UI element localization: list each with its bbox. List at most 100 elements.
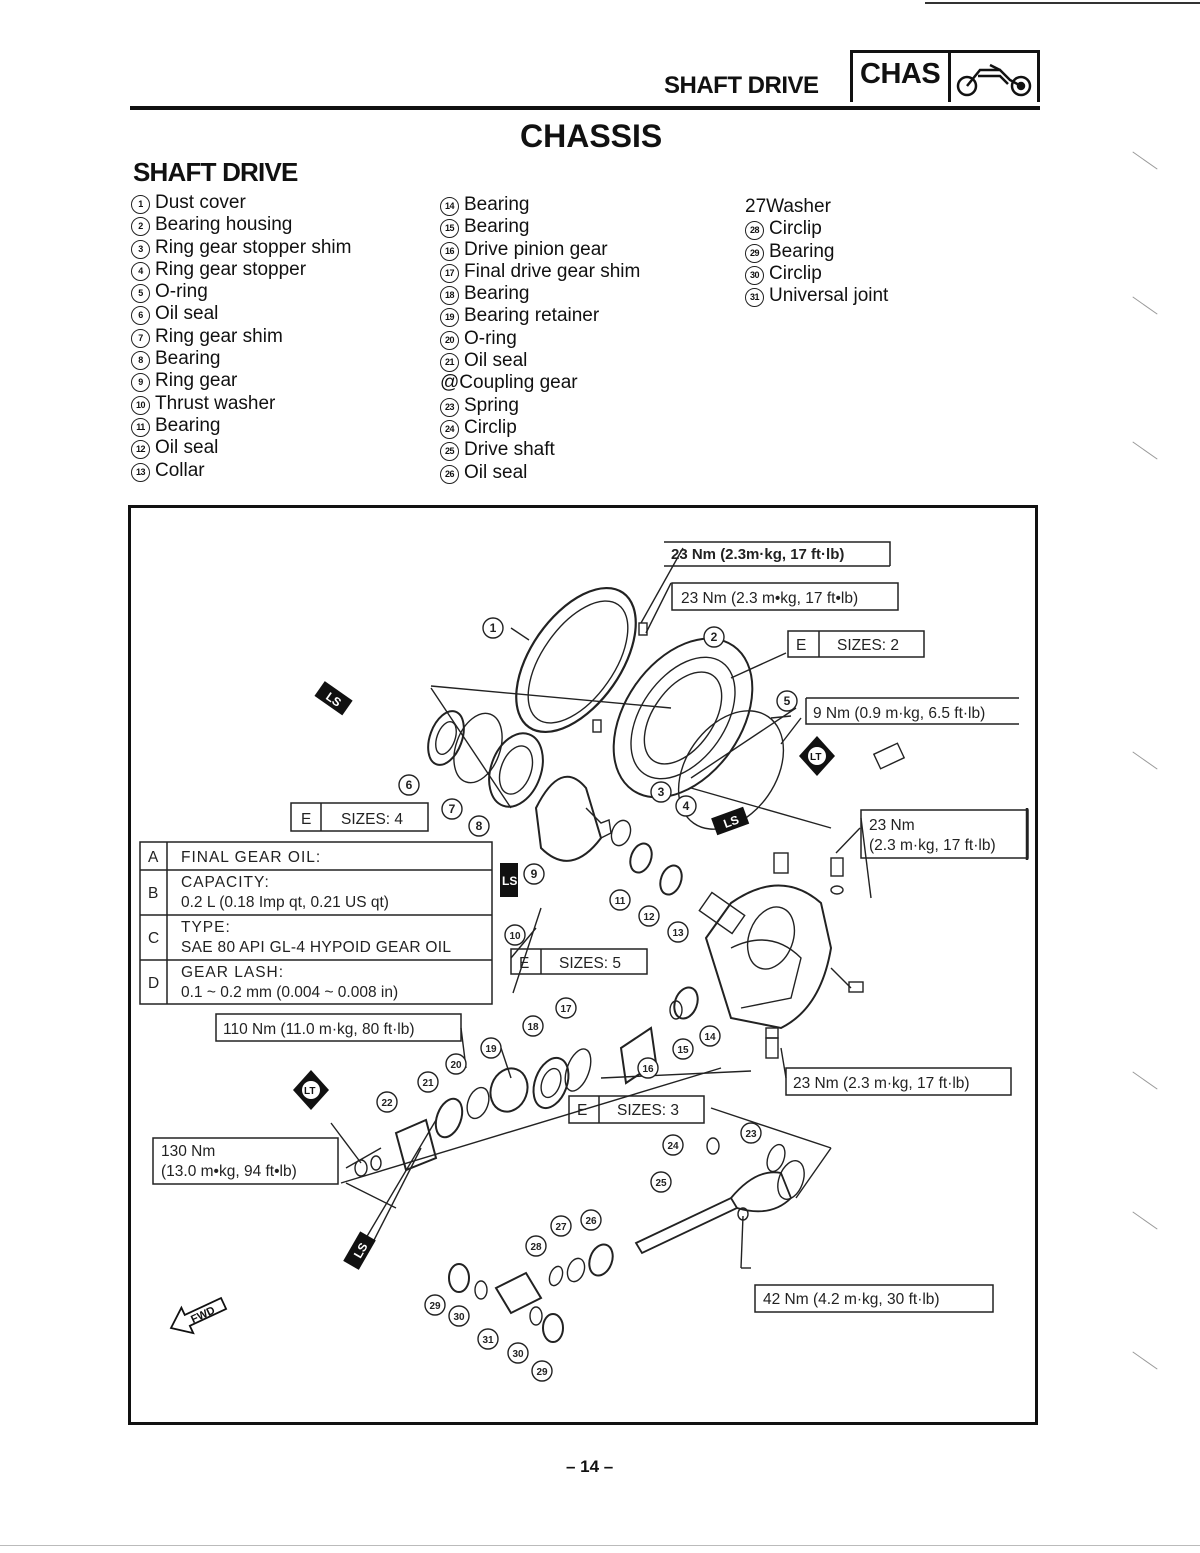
part-number-badge: 12 — [131, 440, 150, 460]
svg-text:23: 23 — [745, 1129, 757, 1140]
part-label: Spring — [464, 394, 519, 416]
callout-17: 17 — [555, 997, 577, 1019]
callout-3: 3 — [650, 781, 672, 803]
sizes-label-4: SIZES: 4 — [341, 811, 403, 828]
svg-text:29: 29 — [536, 1367, 548, 1378]
svg-text:26: 26 — [585, 1216, 597, 1227]
dust-cover — [515, 586, 637, 734]
fwd-label: FWD — [189, 1304, 217, 1325]
part-number-badge: 15 — [440, 219, 459, 239]
callout-29: 29 — [424, 1294, 446, 1316]
callout-29: 29 — [531, 1360, 553, 1382]
callout-28: 28 — [525, 1235, 547, 1257]
svg-text:10: 10 — [509, 931, 521, 942]
part-number-badge: 6 — [131, 306, 150, 326]
part-label: Ring gear shim — [155, 325, 283, 347]
section-title: SHAFT DRIVE — [133, 157, 298, 187]
bearing-retainer — [489, 1067, 529, 1113]
bearing-18 — [532, 1056, 570, 1110]
part-number-badge: 25 — [440, 442, 459, 462]
sizes-e-2: E — [796, 637, 806, 654]
bearing-housing — [612, 637, 754, 799]
svg-text:9: 9 — [531, 867, 538, 881]
svg-text:19: 19 — [485, 1044, 497, 1055]
binding-mark — [1132, 151, 1158, 170]
spec-d-line2: 0.1 ~ 0.2 mm (0.004 ~ 0.008 in) — [181, 984, 398, 1001]
part-number-badge: 19 — [440, 308, 459, 328]
svg-text:5: 5 — [784, 694, 791, 708]
part-number-badge: 14 — [440, 197, 459, 216]
svg-text:7: 7 — [449, 802, 456, 816]
callout-30: 30 — [448, 1305, 470, 1327]
spec-key-a: A — [148, 849, 159, 866]
part-number-badge: 8 — [131, 351, 150, 371]
part-number-badge: 13 — [131, 462, 150, 482]
part-number-badge: 18 — [440, 286, 459, 306]
callout-5: 5 — [776, 690, 798, 712]
part-label: Final drive gear shim — [464, 260, 641, 282]
collar — [698, 891, 746, 935]
part-number-badge: 20 — [440, 330, 459, 350]
ring-gear — [534, 775, 603, 862]
spring — [766, 1143, 786, 1173]
svg-text:30: 30 — [453, 1312, 465, 1323]
chas-badge-frame — [850, 50, 1040, 102]
chas-badge-text: CHAS — [860, 58, 941, 90]
part-label: Bearing — [155, 414, 221, 436]
ls-icon: LS — [343, 1231, 376, 1270]
part-label: Bearing — [464, 194, 530, 215]
part-label: Ring gear stopper shim — [155, 236, 352, 258]
torque-label-6: 23 Nm (2.3 m·kg, 17 ft·lb) — [793, 1075, 970, 1092]
page-title: CHASSIS — [520, 118, 663, 154]
callout-21: 21 — [417, 1071, 439, 1093]
lt-icon: LT — [799, 736, 835, 776]
sizes-label-2: SIZES: 2 — [837, 637, 899, 654]
svg-text:27: 27 — [555, 1222, 567, 1233]
part-number-badge: 10 — [131, 395, 150, 415]
gear-case — [704, 884, 833, 1030]
part-number-badge: 17 — [440, 263, 459, 283]
torque-label-3: 9 Nm (0.9 m·kg, 6.5 ft·lb) — [813, 705, 985, 722]
part-label: Drive shaft — [464, 439, 555, 461]
ls-icon: LS — [711, 806, 750, 836]
svg-text:18: 18 — [527, 1022, 539, 1033]
part-label: Circlip — [769, 262, 822, 284]
diagram-frame — [128, 505, 1038, 1425]
binding-mark — [1132, 296, 1158, 315]
callout-27: 27 — [550, 1215, 572, 1237]
svg-text:LS: LS — [351, 1240, 371, 1260]
part-number-badge: 7 — [131, 328, 150, 348]
coupling-gear — [394, 1118, 438, 1172]
callout-6: 6 — [398, 774, 420, 796]
callout-26: 26 — [580, 1209, 602, 1231]
bearing-8 — [488, 732, 544, 808]
part-number-badge: 28 — [745, 221, 764, 241]
part-number-badge: 4 — [131, 261, 150, 281]
callout-15: 15 — [672, 1038, 694, 1060]
part-number-badge: 31 — [745, 288, 764, 308]
svg-text:30: 30 — [512, 1349, 524, 1360]
callout-19: 19 — [480, 1037, 502, 1059]
o-ring-large — [677, 710, 785, 830]
part-number-badge: 30 — [745, 265, 764, 285]
ls-icon: LS — [500, 863, 518, 897]
part-label: Dust cover — [155, 192, 246, 213]
part-label: Bearing — [769, 240, 835, 262]
bearing-14 — [673, 986, 699, 1020]
part-label: Collar — [155, 459, 205, 481]
svg-text:8: 8 — [476, 819, 483, 833]
part-number-badge: 9 — [131, 373, 150, 393]
part-label: Universal joint — [769, 285, 889, 307]
